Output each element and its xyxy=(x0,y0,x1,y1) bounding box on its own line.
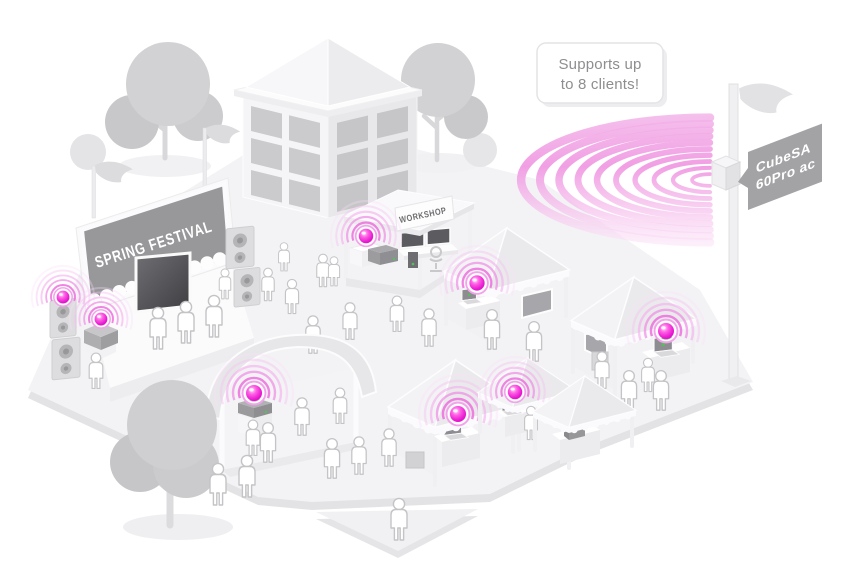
tree-bottom-left xyxy=(110,380,233,540)
ap-flagpole xyxy=(721,83,793,387)
person-icon xyxy=(209,462,227,506)
building-roof xyxy=(233,37,423,117)
tree-icon xyxy=(127,380,217,470)
bush-icon xyxy=(463,133,497,167)
building-right-wall xyxy=(327,91,418,219)
callout-line1: Supports up xyxy=(558,56,641,73)
pennant-flag-icon xyxy=(739,83,793,114)
building-left-wall xyxy=(242,91,329,219)
workshop-booth: WORKSHOP xyxy=(329,189,476,298)
tree-top-left xyxy=(70,42,223,177)
tent-e xyxy=(532,375,637,470)
ap-sign: CubeSA 60Pro ac xyxy=(738,123,822,210)
building xyxy=(233,37,423,219)
stage: SPRING FESTIVAL xyxy=(30,177,261,402)
tree-top-right xyxy=(400,43,497,173)
led-icon xyxy=(411,262,415,266)
workshop-crates xyxy=(348,242,398,267)
wifi-beam-icon xyxy=(516,113,715,247)
tree-shadow xyxy=(119,155,211,177)
chair-icon xyxy=(429,246,443,272)
flag-pole-left xyxy=(91,161,133,219)
tent-window xyxy=(521,287,553,320)
pc-tower xyxy=(408,252,418,268)
workshop-sign xyxy=(394,195,455,232)
pavilion-roof xyxy=(204,333,378,421)
tent-a xyxy=(438,227,571,362)
tree-icon xyxy=(126,42,210,126)
callout-bubble: Supports up to 8 clients! xyxy=(536,42,667,107)
bush-icon xyxy=(70,134,106,170)
callout-line2: to 8 clients! xyxy=(561,76,639,93)
ap-device xyxy=(710,155,742,191)
tree-icon xyxy=(401,43,475,117)
tent-b xyxy=(570,276,707,411)
pennant-flag-icon xyxy=(206,124,241,144)
